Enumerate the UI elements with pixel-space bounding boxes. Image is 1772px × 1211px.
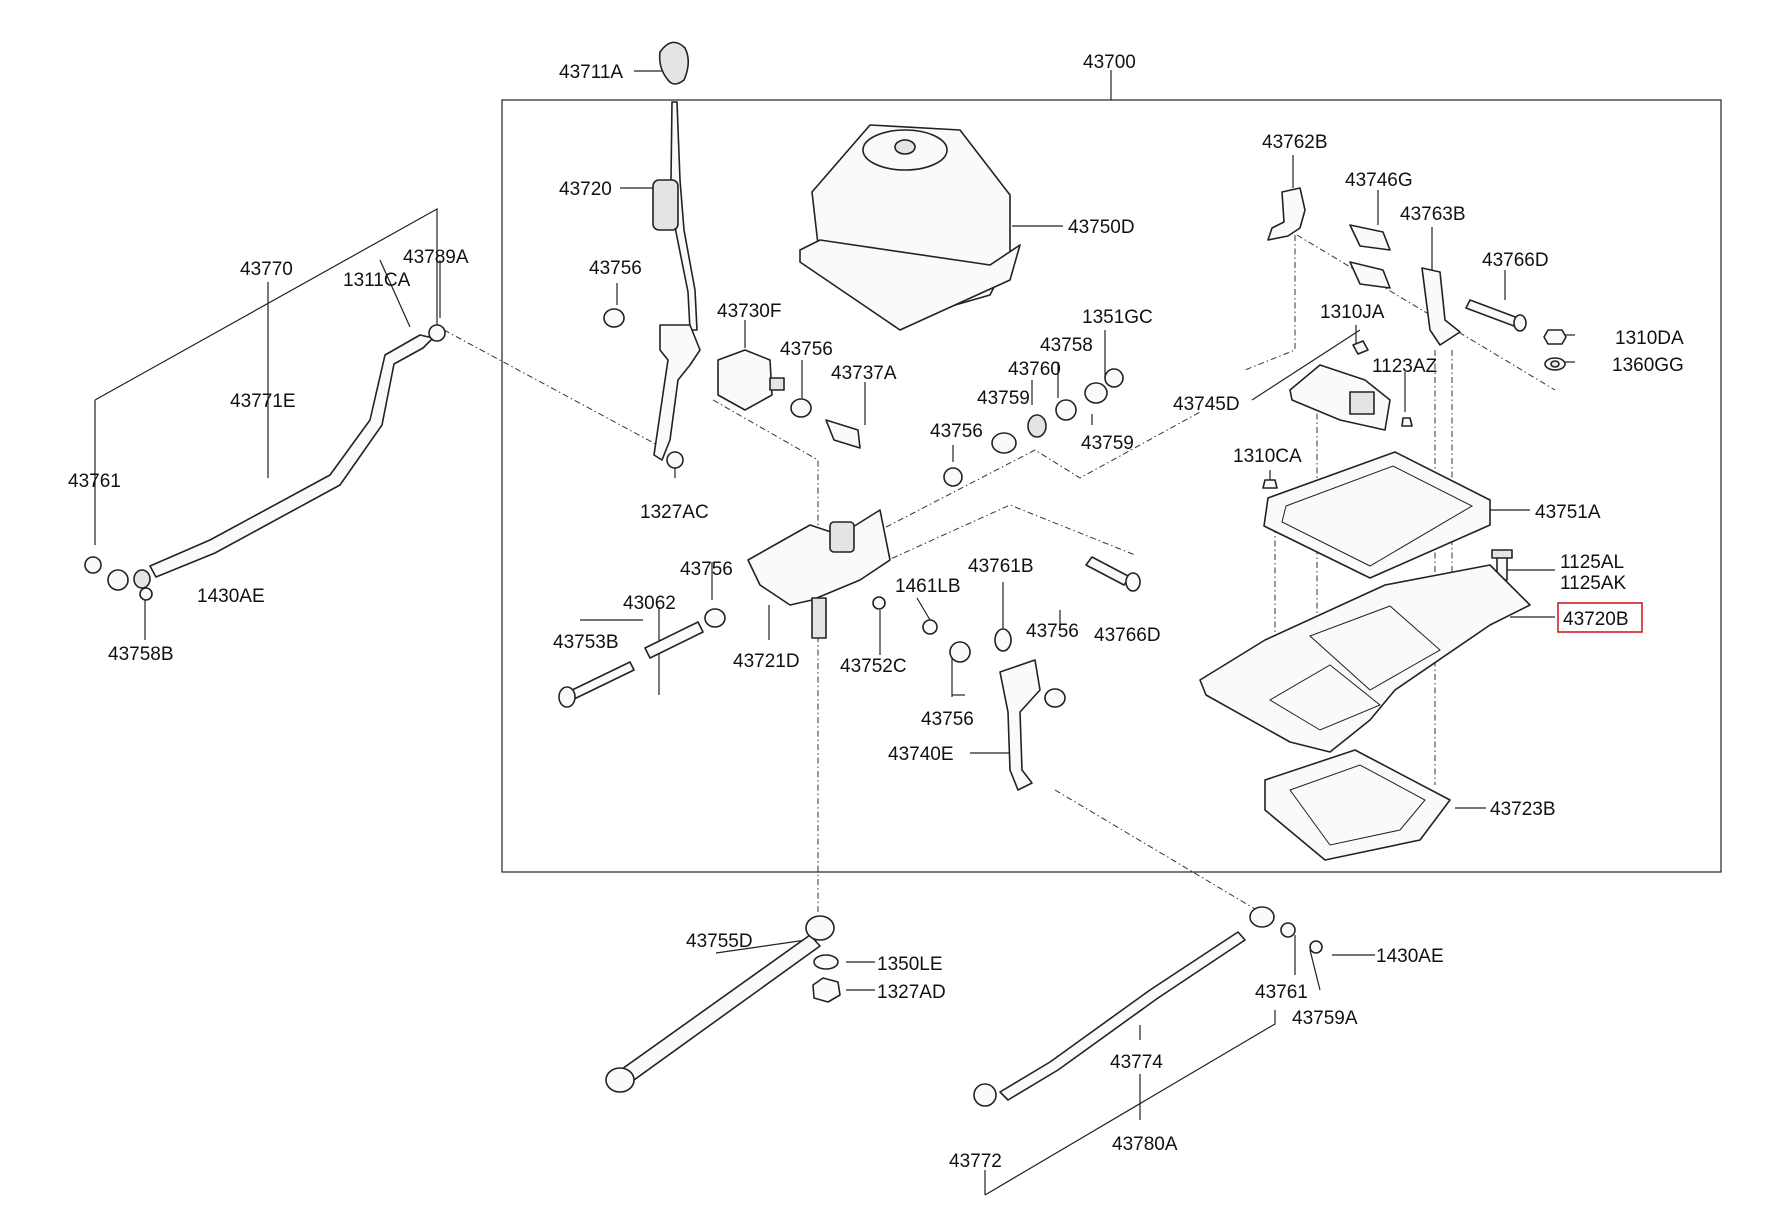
label-43750D[interactable]: 43750D: [1068, 217, 1135, 238]
label-1360GG[interactable]: 1360GG: [1612, 355, 1684, 376]
gasket-43751A: [1263, 451, 1491, 579]
label-1327AC[interactable]: 1327AC: [640, 502, 709, 523]
label-43737A[interactable]: 43737A: [831, 363, 897, 384]
label-43759-b[interactable]: 43759: [1081, 433, 1134, 454]
label-43720[interactable]: 43720: [559, 179, 612, 200]
base-plate-43720B: [1199, 564, 1531, 753]
assembly-frame: [501, 70, 1722, 873]
label-1310CA[interactable]: 1310CA: [1233, 446, 1302, 467]
rod-43774: [999, 931, 1246, 1101]
label-43761-b[interactable]: 43761: [1255, 982, 1308, 1003]
label-43711A[interactable]: 43711A: [559, 62, 623, 83]
label-43758B[interactable]: 43758B: [108, 644, 174, 665]
bracket-43762B: [1267, 187, 1306, 241]
label-1125AL[interactable]: 1125AL: [1560, 552, 1624, 573]
bracket-43730F: [717, 349, 773, 411]
label-1123AZ[interactable]: 1123AZ: [1372, 356, 1438, 377]
leader-lines: [94, 70, 1575, 1196]
label-1311CA[interactable]: 1311CA: [343, 270, 411, 291]
label-43761-a[interactable]: 43761: [68, 471, 121, 492]
label-43720B[interactable]: 43720B: [1563, 609, 1629, 630]
rod-43755D: [614, 934, 821, 1086]
base-mount: [747, 509, 891, 606]
label-1125AK[interactable]: 1125AK: [1560, 573, 1627, 594]
label-43740E[interactable]: 43740E: [888, 744, 954, 765]
label-43759-a[interactable]: 43759: [977, 388, 1030, 409]
label-43759A[interactable]: 43759A: [1292, 1008, 1358, 1029]
label-43745D[interactable]: 43745D: [1173, 394, 1240, 415]
label-43730F[interactable]: 43730F: [717, 301, 781, 322]
label-43766D-b[interactable]: 43766D: [1094, 625, 1161, 646]
label-43774[interactable]: 43774: [1110, 1052, 1163, 1073]
label-43756-d[interactable]: 43756: [680, 559, 733, 580]
label-43756-e[interactable]: 43756: [1026, 621, 1079, 642]
label-43760[interactable]: 43760: [1008, 359, 1061, 380]
label-43062[interactable]: 43062: [623, 593, 676, 614]
label-1350LE[interactable]: 1350LE: [877, 954, 943, 975]
label-43746G[interactable]: 43746G: [1345, 170, 1413, 191]
label-43756-c[interactable]: 43756: [930, 421, 983, 442]
pin-43062: [644, 621, 704, 659]
label-43763B[interactable]: 43763B: [1400, 204, 1466, 225]
label-43766D-a[interactable]: 43766D: [1482, 250, 1549, 271]
label-43771E[interactable]: 43771E: [230, 391, 296, 412]
label-43700[interactable]: 43700: [1083, 52, 1136, 73]
highlight-box-43720B: [1557, 602, 1643, 633]
parts: [84, 41, 1567, 1107]
label-1351GC[interactable]: 1351GC: [1082, 307, 1153, 328]
label-43758[interactable]: 43758: [1040, 335, 1093, 356]
label-43789A[interactable]: 43789A: [403, 247, 469, 268]
bushing-43746G: [1349, 224, 1391, 251]
label-43756-b[interactable]: 43756: [780, 339, 833, 360]
shift-boot: [799, 124, 1021, 331]
label-1310DA[interactable]: 1310DA: [1615, 328, 1684, 349]
label-43752C[interactable]: 43752C: [840, 656, 907, 677]
label-1430AE-b[interactable]: 1430AE: [1376, 946, 1444, 967]
label-43755D[interactable]: 43755D: [686, 931, 753, 952]
label-43761B[interactable]: 43761B: [968, 556, 1034, 577]
label-43780A[interactable]: 43780A: [1112, 1134, 1178, 1155]
label-43753B[interactable]: 43753B: [553, 632, 619, 653]
lever-bracket: [653, 324, 701, 461]
label-1327AD[interactable]: 1327AD: [877, 982, 946, 1003]
bolt-43753B: [567, 661, 635, 701]
rod-43771E: [149, 334, 434, 578]
label-43723B[interactable]: 43723B: [1490, 799, 1556, 820]
label-43721D[interactable]: 43721D: [733, 651, 800, 672]
label-43756-f[interactable]: 43756: [921, 709, 974, 730]
cover-43723B: [1264, 749, 1451, 861]
label-43770[interactable]: 43770: [240, 259, 293, 280]
label-43772[interactable]: 43772: [949, 1151, 1002, 1172]
label-1310JA[interactable]: 1310JA: [1320, 302, 1385, 323]
label-43756-a[interactable]: 43756: [589, 258, 642, 279]
bracket-43763B: [1421, 267, 1461, 346]
shift-knob: [658, 41, 690, 85]
select-lever: [999, 659, 1041, 791]
label-1461LB[interactable]: 1461LB: [895, 576, 961, 597]
bolt-43766D: [1465, 299, 1519, 327]
part-labels: 43700 43711A 43720 43756 43730F 43756 43…: [68, 52, 1684, 1172]
label-1430AE-a[interactable]: 1430AE: [197, 586, 265, 607]
label-43762B[interactable]: 43762B: [1262, 132, 1328, 153]
label-43751A[interactable]: 43751A: [1535, 502, 1601, 523]
